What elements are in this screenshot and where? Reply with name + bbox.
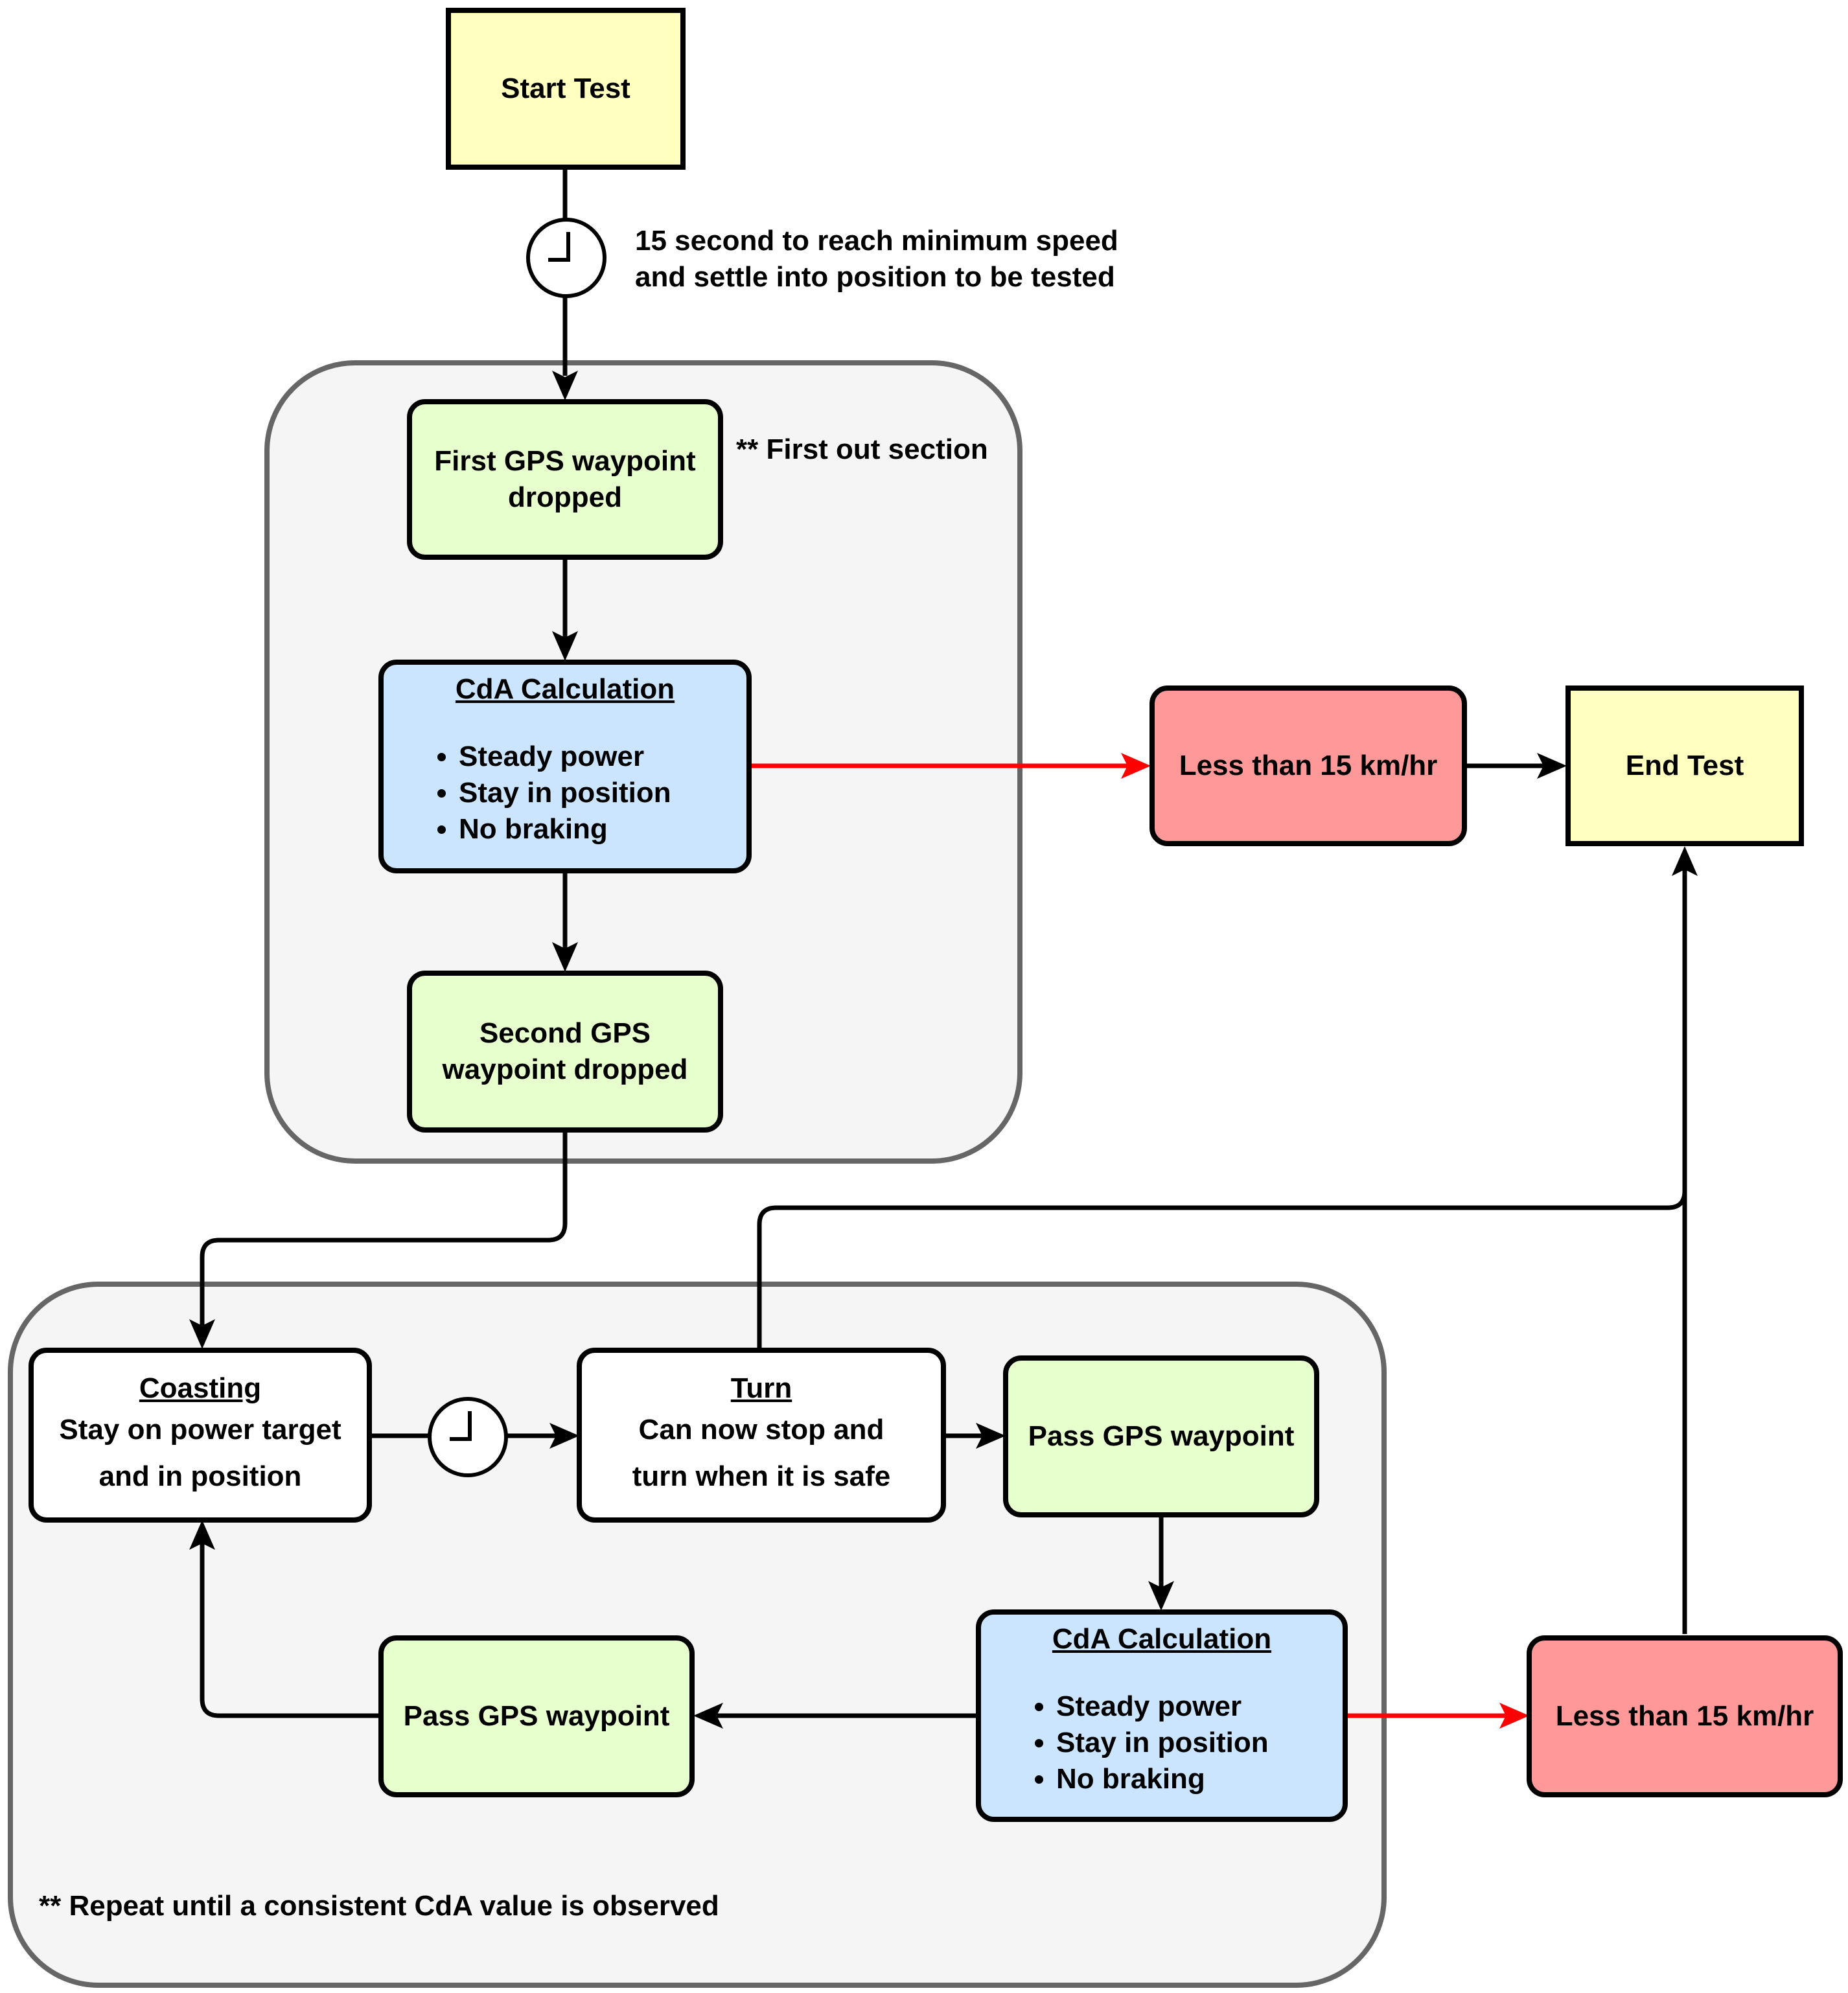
start-test-node: Start Test bbox=[446, 8, 686, 170]
arrowhead bbox=[552, 942, 578, 972]
first-waypoint-node: First GPS waypoint dropped bbox=[407, 399, 723, 560]
arrowhead bbox=[549, 1423, 579, 1449]
turn-title: Turn bbox=[730, 1372, 792, 1404]
end-test-label: End Test bbox=[1625, 750, 1744, 781]
pass-waypoint-return-label: Pass GPS waypoint bbox=[403, 1700, 670, 1732]
cda-item: Stay in position bbox=[1056, 1725, 1269, 1761]
cda-calculation-title: CdA Calculation bbox=[455, 673, 675, 705]
end-test-node: End Test bbox=[1565, 685, 1804, 846]
arrowhead bbox=[1148, 1581, 1174, 1611]
arrow-waypoint2-to-coasting bbox=[200, 1131, 568, 1328]
cda-item: No braking bbox=[1056, 1761, 1269, 1797]
less-than-speed-node: Less than 15 km/hr bbox=[1149, 685, 1467, 846]
cda-item: Steady power bbox=[459, 739, 671, 775]
pass-waypoint-return-node: Pass GPS waypoint bbox=[378, 1635, 695, 1797]
coasting-node: Coasting Stay on power target and in pos… bbox=[29, 1348, 372, 1523]
arrowhead bbox=[189, 1319, 215, 1349]
less-than-speed-label: Less than 15 km/hr bbox=[1179, 750, 1438, 781]
turn-node: Turn Can now stop and turn when it is sa… bbox=[577, 1348, 946, 1523]
arrowhead-red bbox=[1499, 1703, 1529, 1729]
coasting-line2: and in position bbox=[98, 1460, 302, 1492]
arrowhead bbox=[552, 631, 578, 661]
pass-waypoint-label: Pass GPS waypoint bbox=[1028, 1420, 1295, 1452]
coasting-title: Coasting bbox=[139, 1372, 262, 1404]
first-out-note: ** First out section bbox=[736, 433, 988, 465]
less-than-speed-repeat-node: Less than 15 km/hr bbox=[1527, 1635, 1843, 1797]
arrowhead bbox=[1537, 753, 1567, 779]
cda-calculation-node: CdA Calculation Steady power Stay in pos… bbox=[378, 660, 752, 873]
cda-calculation-list: Steady power Stay in position No braking bbox=[420, 739, 671, 847]
arrowhead bbox=[189, 1520, 215, 1550]
cda-item: Stay in position bbox=[459, 775, 671, 811]
first-waypoint-label: First GPS waypoint dropped bbox=[434, 445, 696, 513]
less-than-speed-repeat-label: Less than 15 km/hr bbox=[1555, 1700, 1814, 1732]
arrowhead-red bbox=[1121, 753, 1151, 779]
arrowhead bbox=[1672, 846, 1698, 876]
timer-clock-icon bbox=[526, 218, 606, 298]
timer-note: 15 second to reach minimum speed and set… bbox=[635, 223, 1118, 295]
turn-line1: Can now stop and bbox=[638, 1414, 884, 1446]
cda-calculation-repeat-list: Steady power Stay in position No braking bbox=[1017, 1688, 1269, 1797]
timer-note-line2: and settle into position to be tested bbox=[635, 261, 1115, 293]
arrowhead bbox=[693, 1703, 723, 1729]
second-waypoint-label: Second GPS waypoint dropped bbox=[442, 1017, 688, 1085]
arrowhead bbox=[976, 1423, 1006, 1449]
cda-item: No braking bbox=[459, 811, 671, 847]
line-turn-to-end bbox=[757, 868, 1687, 1348]
cda-calculation-repeat-node: CdA Calculation Steady power Stay in pos… bbox=[976, 1609, 1348, 1822]
timer-note-line1: 15 second to reach minimum speed bbox=[635, 225, 1118, 257]
start-test-label: Start Test bbox=[501, 73, 630, 104]
cda-calculation-repeat-title: CdA Calculation bbox=[1052, 1623, 1272, 1655]
repeat-note: ** Repeat until a consistent CdA value i… bbox=[39, 1890, 719, 1922]
coasting-line1: Stay on power target bbox=[59, 1414, 341, 1446]
second-waypoint-node: Second GPS waypoint dropped bbox=[407, 971, 723, 1133]
arrowhead bbox=[552, 371, 578, 400]
cda-item: Steady power bbox=[1056, 1688, 1269, 1725]
coasting-timer-clock-icon bbox=[428, 1397, 508, 1477]
arrow-pass2-to-coasting bbox=[200, 1539, 380, 1718]
turn-line2: turn when it is safe bbox=[632, 1460, 891, 1492]
pass-waypoint-node: Pass GPS waypoint bbox=[1003, 1355, 1319, 1517]
